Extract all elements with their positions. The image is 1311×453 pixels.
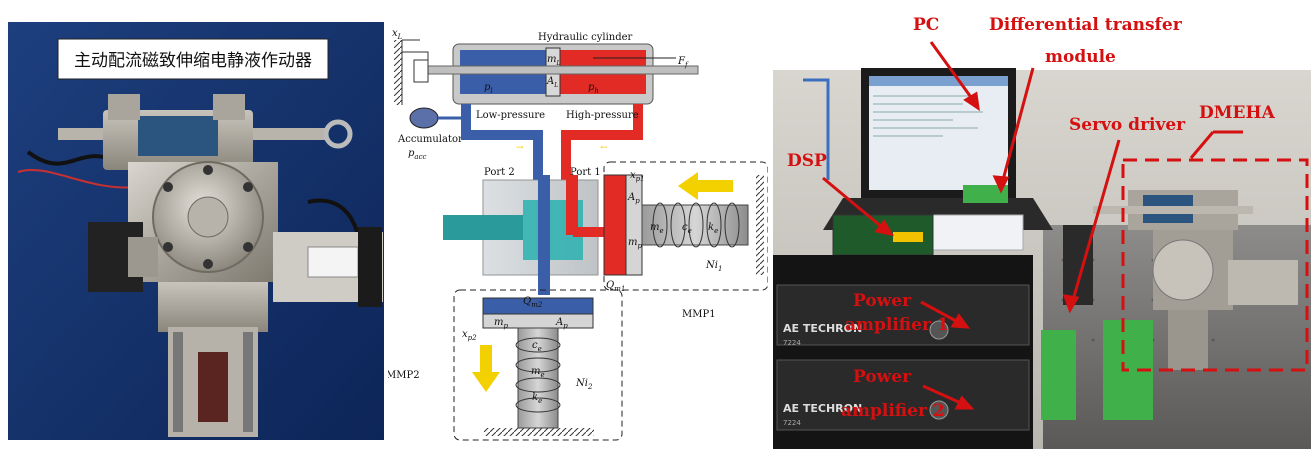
ke2-sub: e xyxy=(538,397,542,405)
mp1-label: m xyxy=(628,237,637,248)
low-pressure-label: Low-pressure xyxy=(476,110,545,121)
amp1-model: 7224 xyxy=(783,339,801,347)
svg-text:Ap: Ap xyxy=(555,317,568,330)
xL-sub: L xyxy=(397,33,403,41)
svg-text:ph: ph xyxy=(588,82,599,95)
svg-text:mL: mL xyxy=(547,54,560,67)
cylinder-title: Hydraulic cylinder xyxy=(538,32,633,43)
svg-text:Qm1: Qm1 xyxy=(606,280,625,293)
svg-text:←: ← xyxy=(600,143,608,153)
xL-label: x xyxy=(392,28,398,39)
dmeha-schematic: Hydraulic cylinder xL Ff pl ph mL AL Acc… xyxy=(386,0,769,449)
svg-text:mp: mp xyxy=(628,237,642,250)
pl-label: p xyxy=(484,82,491,93)
actuator-title: 主动配流磁致伸缩电静液作动器 xyxy=(74,51,312,71)
svg-text:pl: pl xyxy=(484,82,493,95)
xp1-label: x xyxy=(630,170,636,181)
svg-text:Qm2: Qm2 xyxy=(523,296,543,309)
Ni2-label: Ni xyxy=(575,378,588,389)
xp2-label: x xyxy=(462,329,468,340)
pl-sub: l xyxy=(490,87,492,95)
ke1-sub: e xyxy=(714,227,718,235)
xp1-sub: p1 xyxy=(636,175,645,183)
mL-label: m xyxy=(547,54,556,65)
svg-text:AL: AL xyxy=(546,76,558,89)
svg-text:Ni1: Ni1 xyxy=(705,260,722,273)
amp2-label-line1: Power xyxy=(853,367,912,387)
mL-sub: L xyxy=(555,60,560,67)
ke1-label: k xyxy=(708,222,714,233)
svg-text:→: → xyxy=(516,143,524,153)
dsp-label: DSP xyxy=(787,151,827,171)
Ap1-label: A xyxy=(627,192,635,203)
Ff-label: F xyxy=(677,56,686,67)
ce2-sub: e xyxy=(538,345,542,353)
me1-label: m xyxy=(650,222,659,233)
mp2-sub: p xyxy=(503,322,508,330)
mmp1-label: MMP1 xyxy=(682,309,716,320)
port1-label: Port 1 xyxy=(570,167,601,178)
mp1-sub: p xyxy=(637,242,642,250)
AL-sub: L xyxy=(553,82,558,89)
amp1-brand: AE TECHRON xyxy=(783,322,862,335)
port2-label: Port 2 xyxy=(484,167,515,178)
dmeha-label: DMEHA xyxy=(1199,103,1276,123)
pc-label: PC xyxy=(913,15,939,35)
xp2-sub: p2 xyxy=(468,334,477,342)
high-pressure-label: High-pressure xyxy=(566,110,639,121)
experimental-setup-photo: AE TECHRON 7224 AE TECHRON 7224 PC Diffe… xyxy=(773,0,1311,449)
diff-module-label-line2: module xyxy=(1045,47,1116,67)
Qm2-sub: m2 xyxy=(531,301,543,309)
svg-text:xp2: xp2 xyxy=(462,329,477,342)
svg-text:Ap: Ap xyxy=(627,192,640,205)
svg-text:Ff: Ff xyxy=(677,56,689,69)
Qm2-label: Q xyxy=(523,296,531,307)
servo-driver-label: Servo driver xyxy=(1069,115,1186,135)
actuator-photo: 主动配流磁致伸缩电静液作动器 xyxy=(8,22,384,440)
me2-label: m xyxy=(531,366,540,377)
ce2-label: c xyxy=(532,340,538,351)
svg-text:Ni2: Ni2 xyxy=(575,378,593,391)
ce1-label: c xyxy=(682,222,688,233)
svg-text:ke: ke xyxy=(532,392,542,405)
ke2-label: k xyxy=(532,392,538,403)
Ni1-sub: 1 xyxy=(718,265,722,273)
svg-text:pacc: pacc xyxy=(408,148,427,161)
ph-label: p xyxy=(588,82,595,93)
Ap2-sub: p xyxy=(563,322,568,330)
Ap2-label: A xyxy=(555,317,563,328)
AL-label: A xyxy=(546,76,554,87)
Ff-sub: f xyxy=(684,61,689,69)
Qm1-label: Q xyxy=(606,280,614,291)
svg-text:ce: ce xyxy=(532,340,542,353)
svg-text:ke: ke xyxy=(708,222,718,235)
amp2-model: 7224 xyxy=(783,419,801,427)
Ni2-sub: 2 xyxy=(587,383,593,391)
svg-text:ce: ce xyxy=(682,222,692,235)
amp1-label-line1: Power xyxy=(853,291,912,311)
svg-text:xp1: xp1 xyxy=(630,170,645,183)
svg-text:xL: xL xyxy=(392,28,403,41)
me2-sub: e xyxy=(540,371,544,379)
amp1-label-line2: amplifier 1 xyxy=(845,315,949,335)
amp2-brand: AE TECHRON xyxy=(783,402,862,415)
ph-sub: h xyxy=(594,87,599,95)
mmp2-label: MMP2 xyxy=(388,370,420,381)
svg-text:me: me xyxy=(531,366,545,379)
Ap1-sub: p xyxy=(635,197,640,205)
mp2-label: m xyxy=(494,317,503,328)
pacc-label: p xyxy=(408,148,415,159)
pacc-sub: acc xyxy=(414,153,426,161)
diff-module-label-line1: Differential transfer xyxy=(989,15,1183,35)
amp2-label-line2: amplifier 2 xyxy=(841,401,945,421)
me1-sub: e xyxy=(659,227,663,235)
Ni1-label: Ni xyxy=(705,260,718,271)
Qm1-sub: m1 xyxy=(614,285,625,293)
svg-text:mp: mp xyxy=(494,317,508,330)
ce1-sub: e xyxy=(688,227,692,235)
svg-text:me: me xyxy=(650,222,664,235)
accumulator-label: Accumulator xyxy=(397,134,463,145)
